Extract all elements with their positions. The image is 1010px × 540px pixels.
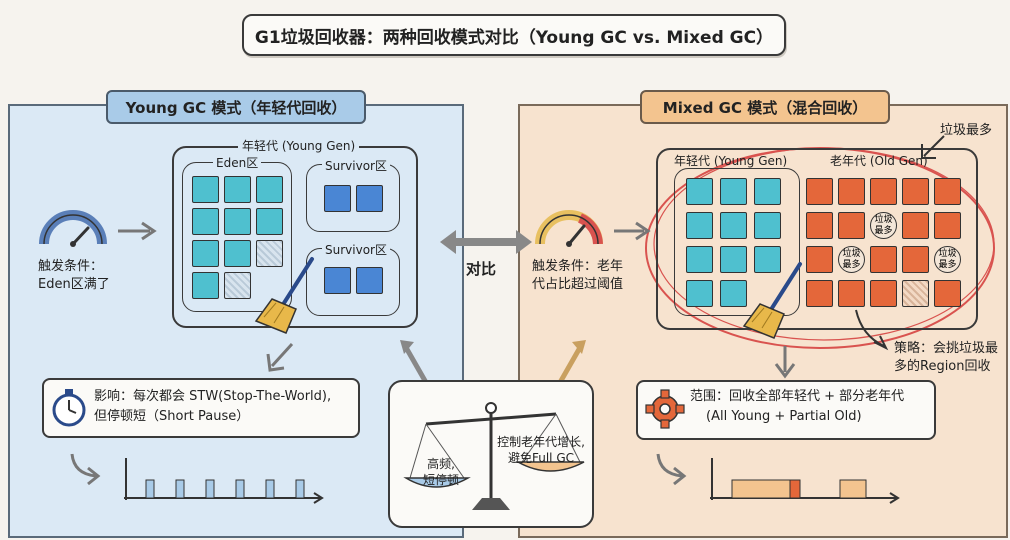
compare-arrow-icon [440, 230, 532, 254]
young-region [686, 178, 713, 205]
eden-region [224, 208, 251, 235]
empty-region [224, 272, 251, 299]
survivor1-box [306, 164, 400, 232]
old-region [902, 212, 929, 239]
survivor-region [324, 267, 351, 294]
eden-region [192, 272, 219, 299]
young-region [686, 280, 713, 307]
old-region [870, 178, 897, 205]
eden-region [256, 176, 283, 203]
most-garbage-badge: 垃圾最多 [838, 246, 865, 273]
old-region [806, 212, 833, 239]
impact-line1: 影响：每次都会 STW(Stop-The-World), [94, 389, 332, 404]
gear-icon [645, 389, 685, 429]
old-region [870, 280, 897, 307]
arrow-icon [921, 135, 945, 159]
old-region [934, 280, 961, 307]
gauge-icon [39, 210, 107, 247]
old-region [838, 280, 865, 307]
empty-region [256, 240, 283, 267]
eden-region [192, 240, 219, 267]
scope-line2: (All Young + Partial Old) [706, 409, 862, 424]
impact-box [42, 378, 360, 438]
young-region [686, 246, 713, 273]
survivor2-box [306, 248, 400, 316]
impact-line2: 但停顿短（Short Pause） [94, 409, 250, 424]
gauge-icon [535, 210, 603, 247]
arrow-icon [118, 221, 157, 241]
young-region [720, 178, 747, 205]
eden-label: Eden区 [213, 154, 262, 171]
pause-timeline-icon [70, 453, 324, 504]
old-region [902, 246, 929, 273]
eden-region [192, 176, 219, 203]
heap-group [656, 148, 978, 330]
mixed-trigger-line1: 触发条件：老年 [532, 259, 624, 274]
young-trigger-line1: 触发条件： [38, 259, 104, 274]
mixed-young-box [674, 168, 800, 316]
page-title: G1垃圾回收器：两种回收模式对比（Young GC vs. Mixed GC） [242, 14, 786, 56]
old-region [902, 178, 929, 205]
young-region [686, 212, 713, 239]
arrow-icon [614, 221, 651, 241]
old-region [838, 178, 865, 205]
scale-left-text: 高频, 短停顿 [408, 456, 474, 488]
young-region [720, 246, 747, 273]
scope-box [636, 380, 936, 440]
eden-region [192, 208, 219, 235]
arrow-icon [266, 342, 294, 372]
scale-left-line2: 短停顿 [422, 473, 459, 487]
young-region [754, 178, 781, 205]
broom-icon [742, 262, 802, 339]
old-region [870, 246, 897, 273]
arrow-icon [774, 346, 796, 379]
young-trigger-line2: Eden区满了 [38, 277, 110, 292]
young-region [720, 212, 747, 239]
eden-region [224, 240, 251, 267]
strategy-line2: 多的Region回收 [894, 359, 991, 374]
compare-label: 对比 [466, 260, 497, 278]
pause-timeline-icon [656, 453, 900, 504]
survivor-region [324, 185, 351, 212]
young-region [720, 280, 747, 307]
old-region [934, 178, 961, 205]
survivor-region [356, 185, 383, 212]
old-region [838, 212, 865, 239]
old-region [806, 280, 833, 307]
old-region [934, 212, 961, 239]
old-gen-label: 老年代 (Old Gen) [830, 154, 928, 168]
young-region [754, 246, 781, 273]
young-gen-label: 年轻代 (Young Gen) [238, 137, 360, 154]
strategy-line1: 策略：会挑垃圾最 [894, 341, 999, 356]
young-gc-title: Young GC 模式（年轻代回收） [106, 90, 366, 124]
empty-region [902, 280, 929, 307]
broom-icon [254, 257, 314, 334]
scale-right-line2: 避免Full GC [507, 451, 574, 465]
old-region [806, 178, 833, 205]
old-region [806, 246, 833, 273]
survivor-region [356, 267, 383, 294]
eden-region [224, 176, 251, 203]
scale-right-line1: 控制老年代增长, [497, 435, 585, 449]
scale-right-text: 控制老年代增长, 避免Full GC [494, 434, 588, 466]
most-garbage-badge: 垃圾最多 [934, 246, 961, 273]
scale-icon [403, 402, 585, 510]
scope-line1: 范围：回收全部年轻代 + 部分老年代 [690, 389, 905, 404]
mixed-young-gen-label: 年轻代 (Young Gen) [674, 154, 788, 168]
survivor1-label: Survivor区 [322, 157, 390, 174]
mixed-trigger-line2: 代占比超过阈值 [532, 277, 624, 292]
survivor2-label: Survivor区 [322, 241, 390, 258]
most-garbage-badge: 垃圾最多 [870, 212, 897, 239]
arrow-icon [855, 309, 889, 351]
most-garbage-label: 垃圾最多 [940, 123, 993, 138]
eden-region [256, 208, 283, 235]
mixed-gc-title: Mixed GC 模式（混合回收） [640, 90, 890, 124]
scale-left-line1: 高频, [427, 457, 455, 471]
young-region [754, 212, 781, 239]
stopwatch-icon [52, 389, 86, 427]
